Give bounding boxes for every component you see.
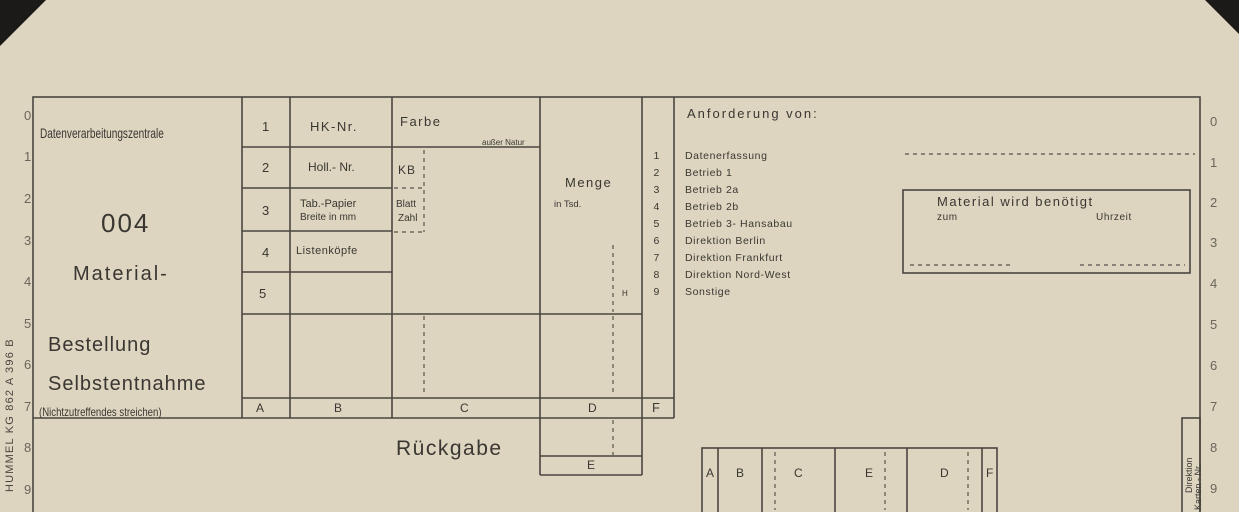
anforderung-num-4: 4 [653,201,660,213]
material-box-uhrzeit: Uhrzeit [1096,212,1132,223]
anforderung-list: Datenerfassung Betrieb 1 Betrieb 2a Betr… [685,148,793,301]
strip-col-e: E [865,466,874,480]
right-digit-0: 0 [1210,114,1218,129]
strip-col-c: C [794,466,803,480]
rueckgabe-col-e: E [587,458,596,472]
farbe-label: Farbe [400,114,442,129]
form-title-line1: Material- [73,263,169,285]
left-digit-5: 5 [24,316,32,331]
anforderung-num-3: 3 [653,184,660,196]
col-label-c: C [460,401,469,415]
anforderung-item-5: Betrieb 3- Hansabau [685,218,793,230]
field-num-5: 5 [259,286,267,301]
left-digit-9: 9 [24,482,32,497]
anforderung-num-2: 2 [653,167,660,179]
right-digit-7: 7 [1210,399,1218,414]
anforderung-item-9: Sonstige [685,286,731,298]
rueckgabe-label: Rückgabe [396,437,503,460]
field-num-4: 4 [262,245,270,260]
kb-label: KB [398,163,417,177]
blatt-label: Blatt [396,199,417,210]
field-label-holl-nr: Holl.- Nr. [308,160,355,174]
field-label-hk-nr: HK-Nr. [310,119,358,134]
anforderung-num-1: 1 [653,150,660,162]
left-digit-6: 6 [24,357,32,372]
right-digit-8: 8 [1210,440,1218,455]
field-num-1: 1 [262,119,270,134]
left-digit-8: 8 [24,440,32,455]
left-digit-7: 7 [24,399,32,414]
anforderung-item-1: Datenerfassung [685,150,768,162]
printer-imprint: HUMMEL KG 862 A 396 B [4,338,16,492]
form-title-line3: Selbstentnahme [48,373,207,395]
right-digit-9: 9 [1210,481,1218,496]
right-digit-6: 6 [1210,358,1218,373]
right-vertical-karten-nr: Karten - Nr. [1193,463,1203,510]
strike-note: (Nichtzutreffendes streichen) [39,405,162,419]
col-label-f: F [652,400,660,415]
farbe-sublabel: außer Natur [482,138,525,147]
anforderung-item-6: Direktion Berlin [685,235,766,247]
col-label-a: A [256,401,265,415]
anforderung-list-numbers: 1 2 3 4 5 6 7 8 9 [650,148,660,301]
field-label-tab-papier: Tab.-Papier [300,198,357,210]
left-digit-0: 0 [24,108,32,123]
field-num-3: 3 [262,203,270,218]
right-digit-4: 4 [1210,276,1218,291]
anforderung-num-5: 5 [653,218,660,230]
anforderung-num-8: 8 [653,269,660,281]
anforderung-item-3: Betrieb 2a [685,184,739,196]
anforderung-item-4: Betrieb 2b [685,201,739,213]
col-label-d: D [588,401,597,415]
anforderung-item-7: Direktion Frankfurt [685,252,783,264]
right-digit-5: 5 [1210,317,1218,332]
left-digit-2: 2 [24,191,32,206]
material-box-title: Material wird benötigt [937,194,1094,209]
field-sublabel-breite: Breite in mm [300,212,357,223]
menge-h-label: H [622,289,628,298]
strip-col-a: A [706,466,715,480]
left-digit-4: 4 [24,274,32,289]
right-digit-1: 1 [1210,155,1218,170]
center-name: Datenverarbeitungszentrale [40,125,164,141]
strip-col-d: D [940,466,949,480]
material-box-zum: zum [937,212,958,223]
form-title-line2: Bestellung [48,334,152,356]
zahl-label: Zahl [398,213,418,224]
anforderung-num-7: 7 [653,252,660,264]
menge-sublabel: in Tsd. [554,199,582,210]
strip-col-b: B [736,466,745,480]
anforderung-num-6: 6 [653,235,660,247]
field-num-2: 2 [262,160,270,175]
form-number: 004 [101,208,151,238]
anforderung-item-2: Betrieb 1 [685,167,733,179]
anforderung-num-9: 9 [653,286,660,298]
right-digit-2: 2 [1210,195,1218,210]
left-digit-3: 3 [24,233,32,248]
anforderung-title: Anforderung von: [687,106,819,121]
right-digit-3: 3 [1210,235,1218,250]
menge-label: Menge [565,175,613,190]
field-label-listenkoepfe: Listenköpfe [296,245,358,257]
strip-col-f: F [986,466,994,480]
anforderung-item-8: Direktion Nord-West [685,269,791,281]
col-label-b: B [334,401,343,415]
left-digit-1: 1 [24,149,32,164]
